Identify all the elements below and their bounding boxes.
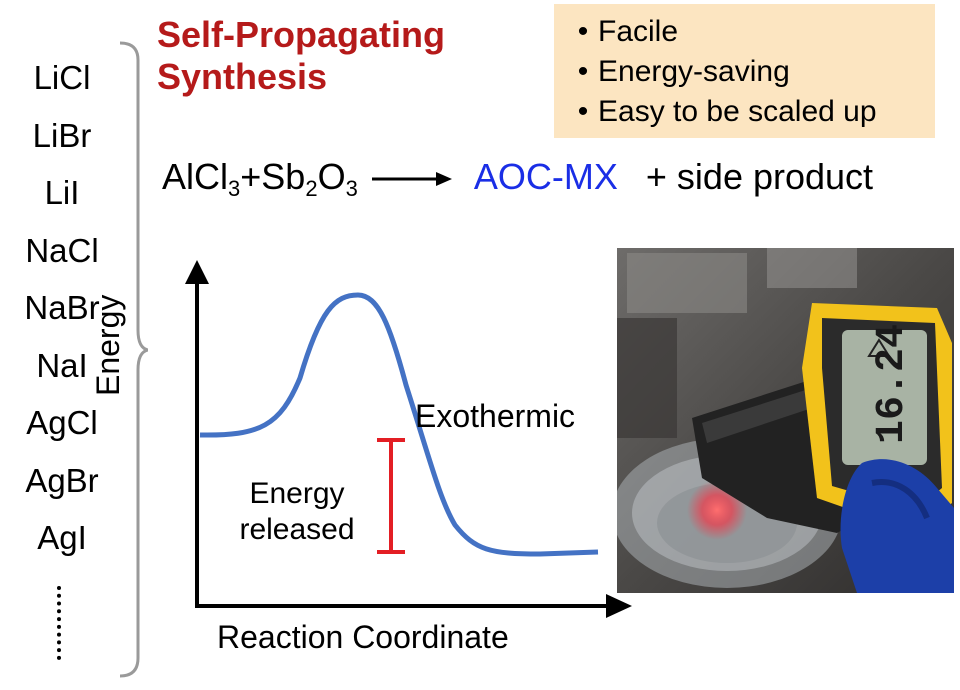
salt-item: NaBr [24, 289, 100, 326]
salt-item: NaI [36, 346, 88, 384]
y-axis-arrow-icon [185, 260, 209, 284]
salt-item: AgBr [25, 461, 99, 499]
salt-item: LiI [44, 174, 80, 211]
salt-item: AgI [37, 519, 87, 556]
product-label: AOC-MX [473, 156, 618, 197]
continuation-dots [57, 586, 75, 660]
energy-released-label: Energy released [239, 477, 355, 546]
reaction-equation: AlCl3+Sb2O3 AOC-MX + side product [162, 156, 874, 201]
salt-item: LiCl [33, 59, 91, 96]
reaction-arrow-icon [371, 172, 452, 187]
page-title: Self-Propagating Synthesis [157, 14, 446, 97]
benefits-box: Facile Energy-saving Easy to be scaled u… [554, 4, 935, 138]
benefit-item: Easy to be scaled up [568, 92, 935, 132]
salt-item: LiBr [32, 116, 92, 154]
thermometer-photo: 16.24 [617, 248, 954, 593]
thermometer-screen [842, 330, 927, 465]
glove [840, 459, 954, 593]
salt-item: NaCl [25, 231, 99, 269]
x-axis-arrow-icon [606, 594, 632, 618]
group-bracket [119, 41, 148, 678]
energy-diagram [185, 260, 632, 618]
y-axis-label: Energy [90, 294, 126, 396]
thermometer-reading: 16.24 [870, 324, 915, 444]
exothermic-label: Exothermic [415, 398, 576, 434]
benefit-item: Energy-saving [568, 52, 935, 92]
x-axis-label: Reaction Coordinate [217, 619, 509, 655]
salt-item: AgCl [26, 404, 98, 441]
salt-list: LiCl LiBr LiI NaCl NaBr NaI AgCl AgBr Ag… [0, 58, 124, 576]
side-product-label: + side product [645, 156, 874, 197]
benefit-item: Facile [568, 12, 935, 52]
energy-curve [199, 292, 599, 557]
